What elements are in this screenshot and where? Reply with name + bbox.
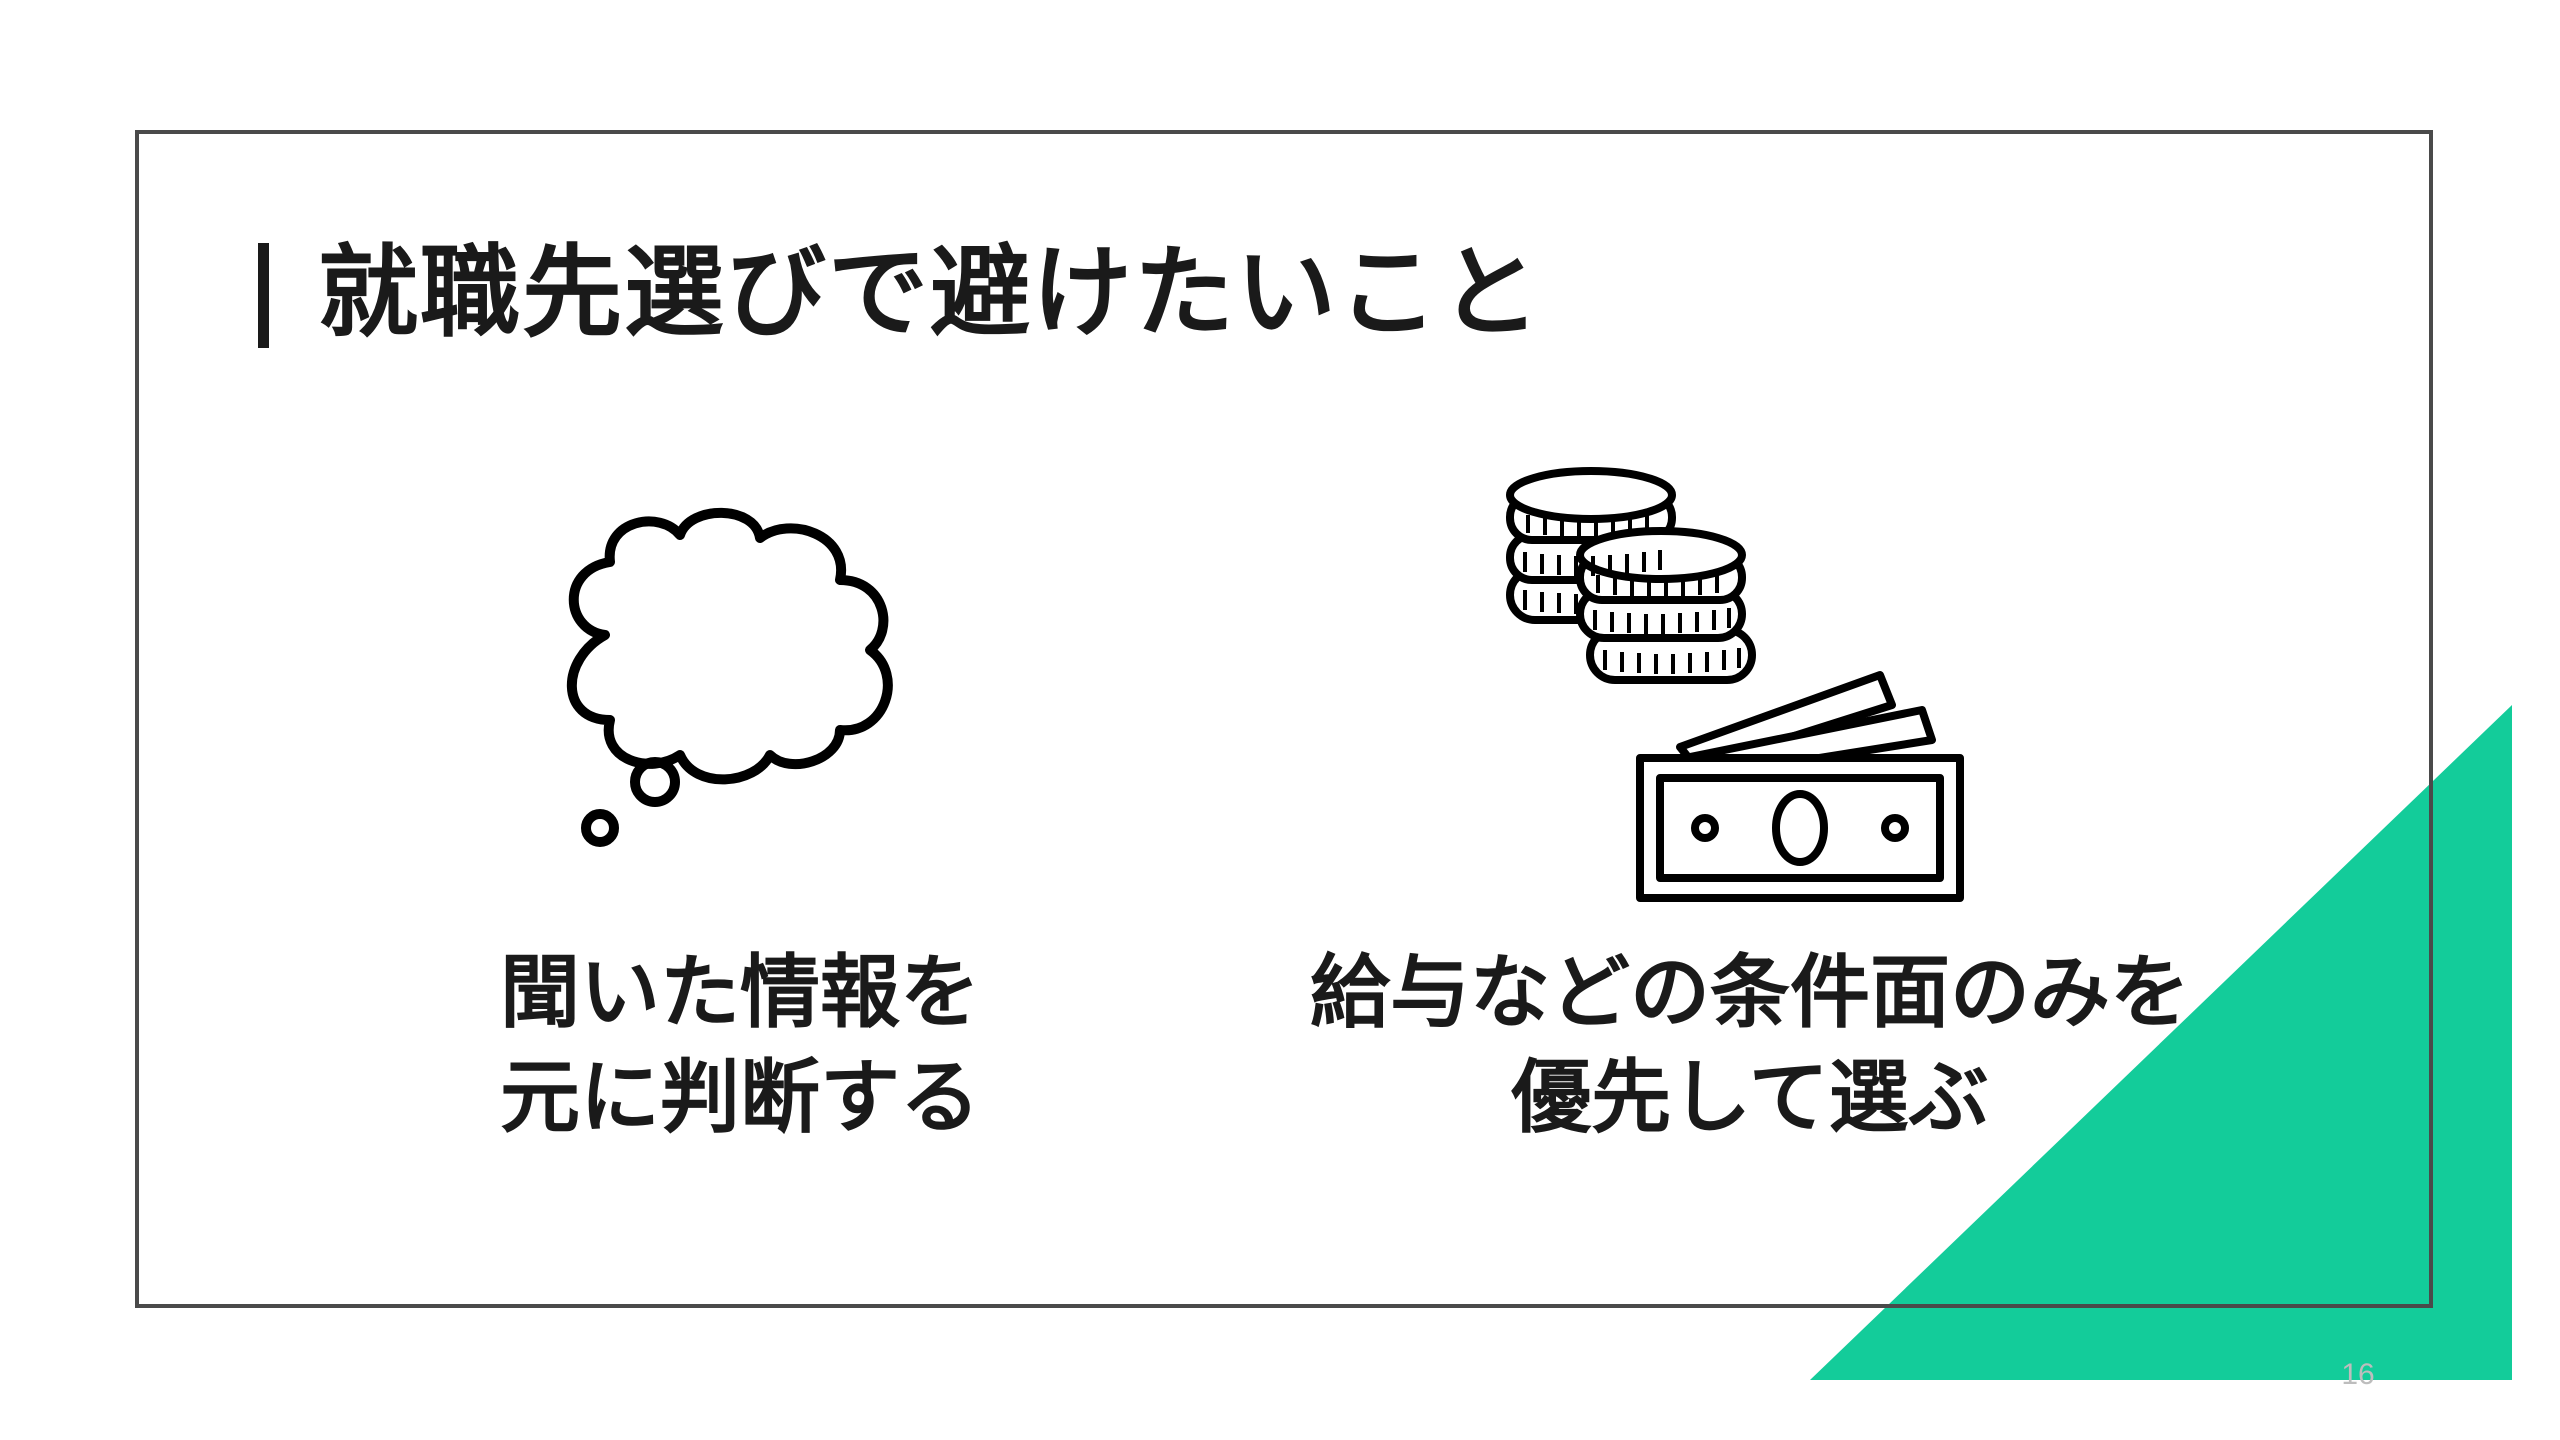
avoid-item-hearsay: 聞いた情報を 元に判断する — [430, 940, 1050, 1150]
page-title: 就職先選びで避けたいこと — [318, 234, 1542, 351]
coins-and-cash-icon — [1480, 460, 1980, 920]
title-accent-bar — [258, 243, 269, 348]
avoid-item-salary-line2: 優先して選ぶ — [1511, 1051, 1989, 1144]
content-frame — [135, 130, 2433, 1308]
avoid-item-hearsay-line1: 聞いた情報を — [500, 946, 980, 1039]
thought-cloud-icon — [540, 500, 930, 860]
avoid-item-salary-line1: 給与などの条件面のみを — [1310, 946, 2190, 1039]
avoid-item-salary: 給与などの条件面のみを 優先して選ぶ — [1220, 940, 2280, 1150]
page-number: 16 — [2341, 1358, 2375, 1391]
avoid-item-hearsay-line2: 元に判断する — [500, 1051, 980, 1144]
